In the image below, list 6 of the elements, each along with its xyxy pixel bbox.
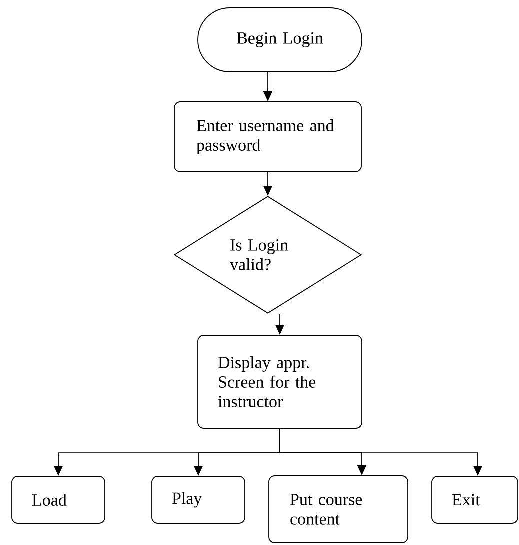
process-box: Load <box>12 476 106 524</box>
process-box: Enter username and password <box>174 102 362 172</box>
process-box: Play <box>152 476 246 524</box>
process-box: Display appr. Screen for the instructor <box>198 335 362 429</box>
process-box: Exit <box>432 476 518 524</box>
process-box: Put course content <box>268 476 408 544</box>
